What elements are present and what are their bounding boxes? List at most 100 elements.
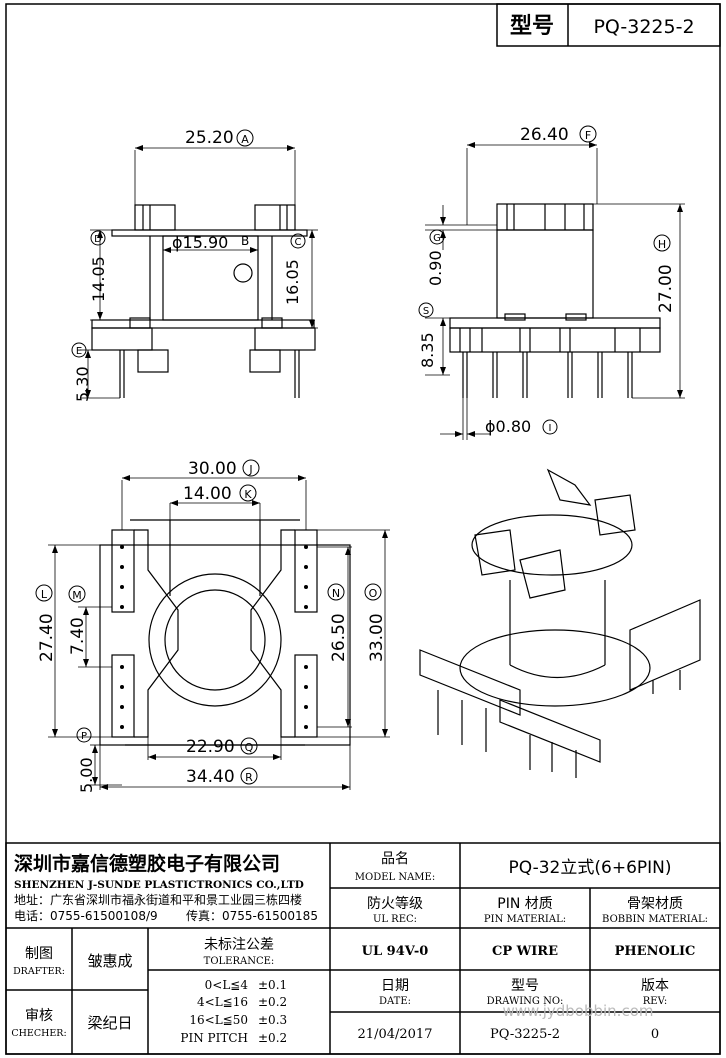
dim-label-P: 5.00 P xyxy=(76,727,96,793)
svg-text:26.50: 26.50 xyxy=(329,613,349,662)
company-name-en: SHENZHEN J-SUNDE PLASTICTRONICS CO.,LTD xyxy=(14,879,304,891)
header-model-label: 型号 xyxy=(510,14,554,39)
svg-text:ϕ15.90: ϕ15.90 xyxy=(172,233,228,252)
pin-material-value: CP WIRE xyxy=(492,944,558,959)
svg-text:R: R xyxy=(245,771,253,784)
bobbin-material-cell: 骨架材质 BOBBIN MATERIAL: PHENOLIC xyxy=(602,896,708,959)
dim-label-Q: 22.90 Q xyxy=(186,737,258,757)
bottom-view xyxy=(99,519,351,746)
svg-text:CHECHER:: CHECHER: xyxy=(11,1028,66,1039)
dim-label-D: 14.05 D xyxy=(89,230,108,302)
drafter-name: 皱惠成 xyxy=(87,952,132,970)
svg-text:骨架材质: 骨架材质 xyxy=(627,896,683,912)
svg-text:27.00: 27.00 xyxy=(656,264,676,313)
svg-text:27.40: 27.40 xyxy=(37,613,57,662)
svg-text:G: G xyxy=(433,233,441,244)
svg-text:S: S xyxy=(423,306,429,317)
date-cell: 日期 DATE: 21/04/2017 xyxy=(358,978,433,1042)
svg-text:REV:: REV: xyxy=(643,996,667,1007)
svg-text:I: I xyxy=(549,423,552,434)
dim-label-F: 26.40 F xyxy=(520,125,597,145)
company-address: 地址：广东省深圳市福永街道和平和景工业园三栋四楼 xyxy=(14,892,302,907)
svg-text:日期: 日期 xyxy=(381,978,409,994)
svg-text:PIN 材质: PIN 材质 xyxy=(497,896,553,912)
svg-text:J: J xyxy=(248,463,252,476)
dim-label-K: 14.00 K xyxy=(183,484,257,504)
svg-text:TOLERANCE:: TOLERANCE: xyxy=(204,956,275,967)
svg-text:0.90: 0.90 xyxy=(426,250,445,286)
drawing-no-cell: 型号 DRAWING NO: PQ-3225-2 xyxy=(487,978,564,1042)
svg-text:14.05: 14.05 xyxy=(89,256,108,302)
ul-cell: 防火等级 UL REC: UL 94V-0 xyxy=(362,895,429,959)
bobbin-material-value: PHENOLIC xyxy=(615,944,696,959)
header-model-value: PQ-3225-2 xyxy=(593,16,694,38)
dim-label-N: 26.50 N xyxy=(327,583,349,662)
dim-label-O: 33.00 O xyxy=(364,583,387,662)
svg-text:26.40: 26.40 xyxy=(520,125,569,145)
svg-text:未标注公差: 未标注公差 xyxy=(204,937,274,953)
svg-text:版本: 版本 xyxy=(641,978,669,994)
dim-label-H: 27.00 H xyxy=(653,234,676,313)
svg-text:型号: 型号 xyxy=(511,978,539,994)
svg-text:16<L≦50: 16<L≦50 xyxy=(189,1013,248,1027)
svg-text:BOBBIN MATERIAL:: BOBBIN MATERIAL: xyxy=(602,914,708,925)
dim-label-C: 16.05 C xyxy=(283,233,306,305)
svg-text:±0.3: ±0.3 xyxy=(258,1013,287,1027)
svg-text:C: C xyxy=(295,237,302,248)
model-name-cell: 品名 MODEL NAME: PQ-32立式(6+6PIN) xyxy=(355,851,672,883)
svg-text:5.00: 5.00 xyxy=(77,757,96,793)
drafter-cell: 制图 DRAFTER: 皱惠成 xyxy=(13,946,132,977)
svg-text:K: K xyxy=(244,488,252,501)
svg-text:PIN MATERIAL:: PIN MATERIAL: xyxy=(484,914,566,925)
svg-text:34.40: 34.40 xyxy=(186,767,235,787)
dim-label-L: 27.40 L xyxy=(35,584,57,662)
svg-text:25.20: 25.20 xyxy=(185,128,234,148)
side-view xyxy=(449,203,661,398)
rev-cell: 版本 REV: 0 xyxy=(641,978,669,1042)
side-view-dimensions xyxy=(425,142,685,440)
svg-text:8.35: 8.35 xyxy=(418,332,437,368)
svg-text:L: L xyxy=(41,588,48,601)
rev-value: 0 xyxy=(651,1027,659,1042)
drawing-no-value: PQ-3225-2 xyxy=(490,1027,560,1042)
svg-text:0<L≦4: 0<L≦4 xyxy=(205,978,249,992)
svg-text:审核: 审核 xyxy=(25,1008,53,1024)
svg-text:5.30: 5.30 xyxy=(73,366,92,402)
dim-label-S: 8.35 S xyxy=(418,302,437,368)
header-model-box: 型号 PQ-3225-2 xyxy=(496,3,721,47)
bottom-view-dimensions xyxy=(48,475,390,790)
dim-label-G: 0.90 G xyxy=(426,229,445,286)
company-info: 深圳市嘉信德塑胶电子有限公司 SHENZHEN J-SUNDE PLASTICT… xyxy=(14,852,318,923)
dim-label-E: 5.30 E xyxy=(71,342,92,402)
svg-text:±0.1: ±0.1 xyxy=(258,978,287,992)
svg-text:品名: 品名 xyxy=(381,851,409,867)
svg-text:PIN PITCH: PIN PITCH xyxy=(180,1031,248,1045)
dim-label-A: 25.20 A xyxy=(185,128,254,148)
watermark: www.jydbobbin.com xyxy=(503,1002,654,1020)
svg-text:22.90: 22.90 xyxy=(186,737,235,757)
model-name-value: PQ-32立式(6+6PIN) xyxy=(509,858,672,878)
company-name-cn: 深圳市嘉信德塑胶电子有限公司 xyxy=(14,852,280,875)
svg-text:16.05: 16.05 xyxy=(283,259,302,305)
date-value: 21/04/2017 xyxy=(358,1027,433,1042)
svg-text:DRAFTER:: DRAFTER: xyxy=(13,966,65,977)
svg-text:F: F xyxy=(585,129,591,142)
ul-value: UL 94V-0 xyxy=(362,944,429,959)
svg-text:ϕ0.80: ϕ0.80 xyxy=(485,417,531,436)
svg-text:UL REC:: UL REC: xyxy=(373,914,417,925)
svg-text:防火等级: 防火等级 xyxy=(367,895,423,912)
company-phone: 电话：0755-61500108/9 xyxy=(14,909,158,923)
svg-text:A: A xyxy=(241,133,249,146)
svg-text:E: E xyxy=(76,346,82,357)
front-view xyxy=(91,204,316,398)
isometric-view xyxy=(419,468,701,778)
dim-label-J: 30.00 J xyxy=(188,459,260,479)
svg-text:D: D xyxy=(94,234,102,245)
svg-text:Q: Q xyxy=(245,741,254,754)
dim-label-R: 34.40 R xyxy=(186,767,258,787)
svg-text:B: B xyxy=(241,234,249,248)
svg-text:DRAWING NO:: DRAWING NO: xyxy=(487,996,564,1007)
checker-name: 梁纪日 xyxy=(87,1014,132,1032)
svg-text:DATE:: DATE: xyxy=(379,996,411,1007)
